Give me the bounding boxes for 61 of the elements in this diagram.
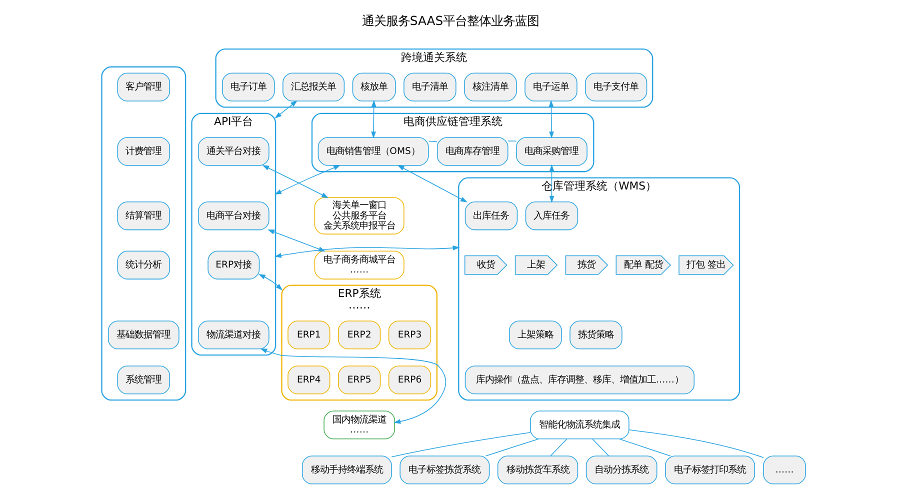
node-box: 系统管理: [116, 365, 170, 394]
node-box: 电商采购管理: [516, 136, 587, 166]
node-box: 电子支付单: [584, 72, 647, 101]
node-box: 库内操作（盘点、库存调整、移库、增值加工……）: [464, 365, 694, 394]
arrow: [396, 164, 467, 202]
node-box: ……: [762, 455, 806, 484]
node-box: 电商销售管理（OMS）: [317, 136, 428, 166]
node-box: 智能化物流系统集成: [530, 410, 629, 439]
node-box: 自动分拣系统: [585, 455, 657, 484]
node-box: 电子运单: [524, 72, 577, 101]
node-box: 移动拣货车系统: [496, 455, 578, 484]
node-box: 电子标签打印系统: [664, 455, 755, 484]
node-box: 统计分析: [116, 250, 170, 279]
arrow: [262, 164, 328, 198]
node-box: 电子订单: [222, 72, 274, 101]
node-box: ERP4: [287, 365, 330, 394]
node-box: 入库任务: [524, 200, 578, 230]
arrow: [548, 99, 554, 138]
node-box: 出库任务: [464, 200, 518, 230]
arrow: [548, 164, 554, 202]
node-box: ERP对接: [207, 250, 260, 279]
node-box: ERP3: [388, 320, 431, 349]
arrow: [370, 99, 376, 138]
node-box: 核放单: [352, 72, 396, 101]
node-box: 海关单一窗口 公共服务平台 金关系统申报平台: [314, 196, 404, 234]
node-box: 拣货策略: [569, 320, 622, 349]
node-box: 电商库存管理: [436, 136, 508, 166]
node-box: 电子清单: [403, 72, 456, 101]
node-box: ERP5: [338, 365, 380, 394]
node-box: 基础数据管理: [107, 320, 179, 349]
diagram-title: 通关服务SAAS平台整体业务蓝图: [361, 12, 539, 28]
node-box: ERP1: [287, 320, 330, 349]
node-box: 核注清单: [464, 72, 516, 101]
node-box: 移动手持终端系统: [301, 455, 392, 484]
node-box: 通关平台对接: [197, 136, 269, 166]
node-box: ERP6: [388, 365, 431, 394]
arrow: [267, 228, 326, 252]
node-box: 国内物流渠道 ……: [323, 410, 395, 439]
node-box: 电子商务商城平台 ……: [314, 250, 404, 279]
node-box: 计费管理: [116, 136, 170, 166]
connector: [618, 438, 670, 456]
connector: [484, 438, 538, 456]
node-box: 上架策略: [508, 320, 562, 349]
cluster: [100, 66, 186, 400]
arrow: [260, 348, 446, 424]
node-box: 物流渠道对接: [197, 320, 269, 349]
node-box: 电商平台对接: [197, 200, 269, 230]
connector: [628, 429, 764, 458]
node-box: 结算管理: [116, 200, 170, 230]
node-box: 汇总报关单: [282, 72, 344, 101]
node-box: 客户管理: [116, 72, 170, 101]
node-box: ERP2: [338, 320, 380, 349]
arrow: [274, 164, 340, 194]
node-box: 电子标签拣货系统: [399, 455, 490, 484]
connector: [592, 438, 609, 456]
arrow: [258, 273, 282, 290]
connector: [507, 140, 516, 141]
connector: [550, 438, 567, 456]
connector: [390, 432, 530, 457]
arrow: [274, 100, 298, 118]
arrow: [274, 245, 460, 258]
